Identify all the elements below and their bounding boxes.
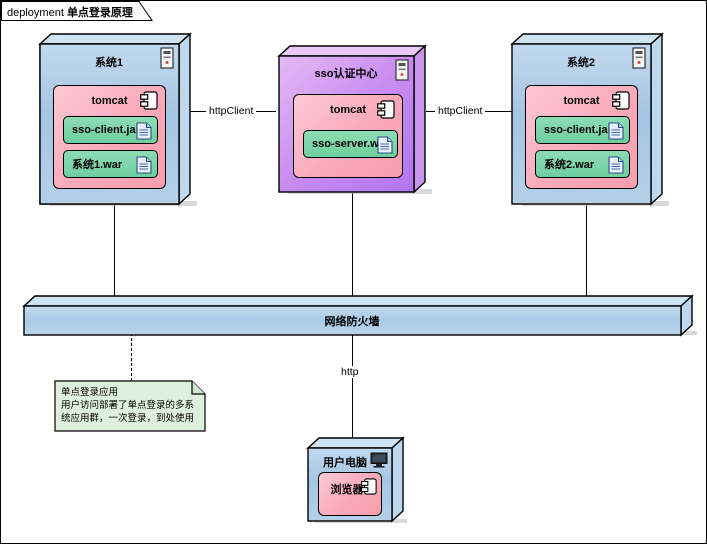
node-sso-center[interactable]: sso认证中心 tomcat sso-server.war [277, 44, 432, 195]
component-icon [140, 91, 158, 110]
node-network-firewall[interactable]: 网络防火墙 [22, 294, 697, 337]
component-tomcat-label: tomcat [329, 104, 367, 116]
note-sso-application: 单点登录应用 用户访问部署了单点登录的多系 统应用群，一次登录，到处使用 [54, 380, 206, 432]
node-system1[interactable]: 系统1 tomcat sso-client.jar [38, 32, 197, 207]
artifact-sso-server-war[interactable]: sso-server.war [303, 130, 398, 158]
monitor-icon [370, 452, 388, 468]
node-system2-label: 系统2 [566, 57, 596, 69]
artifact-icon [608, 156, 624, 174]
note-line-1: 单点登录应用 [61, 387, 119, 398]
edge-system2-firewall [586, 205, 587, 297]
component-icon [612, 91, 630, 110]
edge-firewall-client [352, 333, 353, 437]
frame-keyword: deployment [7, 7, 64, 19]
component-tomcat-system1[interactable]: tomcat sso-client.jar 系统1.war [53, 85, 166, 189]
firewall-3d-shape [22, 294, 694, 337]
note-anchor-dashed-line [131, 333, 132, 381]
node-system1-label: 系统1 [94, 57, 124, 69]
edge-label-http-client-right: httpClient [435, 105, 486, 117]
edge-system1-firewall [114, 205, 115, 297]
device-icon [160, 47, 174, 69]
artifact-sso-client-jar-system2[interactable]: sso-client.jar [535, 116, 630, 144]
note-body: 单点登录应用 用户访问部署了单点登录的多系 统应用群，一次登录，到处使用 [61, 386, 198, 425]
component-browser-label: 浏览器 [330, 484, 364, 496]
artifact-label: sso-client.jar [72, 124, 140, 136]
edge-sso-firewall [352, 193, 353, 297]
component-tomcat-label: tomcat [91, 95, 128, 107]
artifact-icon [136, 156, 152, 174]
artifact-icon [136, 122, 152, 140]
component-browser[interactable]: 浏览器 [318, 472, 382, 516]
device-icon [632, 47, 646, 69]
artifact-label: 系统1.war [72, 159, 123, 171]
artifact-system1-war[interactable]: 系统1.war [63, 150, 158, 178]
node-user-computer[interactable]: 用户电脑 浏览器 [306, 436, 407, 524]
diagram-frame-tab: deployment 单点登录原理 [1, 1, 153, 21]
note-line-2: 用户访问部署了单点登录的多系 [61, 400, 195, 411]
artifact-sso-client-jar-system1[interactable]: sso-client.jar [63, 116, 158, 144]
frame-name: 单点登录原理 [66, 7, 133, 19]
artifact-label: sso-server.war [312, 138, 390, 150]
note-shape [54, 380, 206, 432]
firewall-label: 网络防火墙 [324, 316, 380, 328]
node-system2[interactable]: 系统2 tomcat sso-client.jar [510, 32, 669, 207]
edge-label-http-client-left: httpClient [206, 105, 257, 117]
frame-tab-label: deployment 单点登录原理 [7, 4, 133, 20]
edge-label-http: http [338, 366, 362, 378]
node-sso-center-label: sso认证中心 [314, 68, 378, 80]
component-tomcat-label: tomcat [563, 95, 600, 107]
component-tomcat-sso[interactable]: tomcat sso-server.war [293, 94, 403, 178]
artifact-icon [608, 122, 624, 140]
artifact-icon [377, 136, 393, 154]
frame-tab-shape [1, 1, 153, 21]
component-icon [361, 478, 377, 495]
user-computer-label: 用户电脑 [323, 457, 367, 469]
note-line-3: 统应用群，一次登录，到处使用 [61, 413, 195, 424]
component-icon [377, 100, 395, 119]
component-tomcat-system2[interactable]: tomcat sso-client.jar 系统2.war [525, 85, 638, 189]
artifact-system2-war[interactable]: 系统2.war [535, 150, 630, 178]
artifact-label: sso-client.jar [544, 124, 612, 136]
artifact-label: 系统2.war [544, 159, 595, 171]
device-icon [395, 59, 409, 81]
